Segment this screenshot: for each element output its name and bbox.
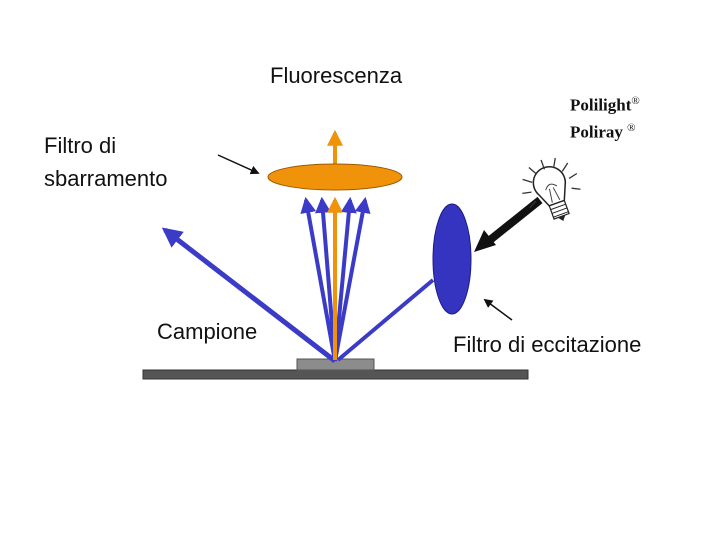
light-bulb-icon <box>522 157 581 222</box>
bench <box>142 369 529 380</box>
barrier-filter <box>267 163 403 191</box>
brand-poliray: Poliray ® <box>570 117 636 144</box>
reflected-ray-3 <box>333 196 357 362</box>
brand-poliray-name: Poliray <box>570 122 623 142</box>
brand-polilight-name: Polilight <box>570 95 632 115</box>
barrier-filter-pointer <box>217 154 260 175</box>
excitation-ray <box>336 278 435 362</box>
fluorescence-label: Fluorescenza <box>270 63 403 88</box>
excitation-filter <box>432 203 472 315</box>
excitation-filter-label: Filtro di eccitazione <box>453 332 642 357</box>
reflected-ray-left <box>161 227 337 363</box>
reflected-ray-4 <box>333 196 371 362</box>
barrier-filter-label-line2: sbarramento <box>44 166 168 191</box>
lamp-beam-arrowhead <box>474 230 496 252</box>
registered-mark-1: ® <box>631 95 640 107</box>
barrier-filter-label-line1: Filtro di <box>44 133 117 158</box>
brand-polilight: Polilight® <box>570 90 640 117</box>
reflected-ray-2 <box>315 196 337 362</box>
reflected-ray-1 <box>300 196 337 362</box>
registered-mark-2: ® <box>627 122 636 134</box>
excitation-filter-pointer <box>483 298 513 321</box>
sample-label: Campione <box>157 319 258 344</box>
lamp-beam-arrow <box>482 196 543 248</box>
